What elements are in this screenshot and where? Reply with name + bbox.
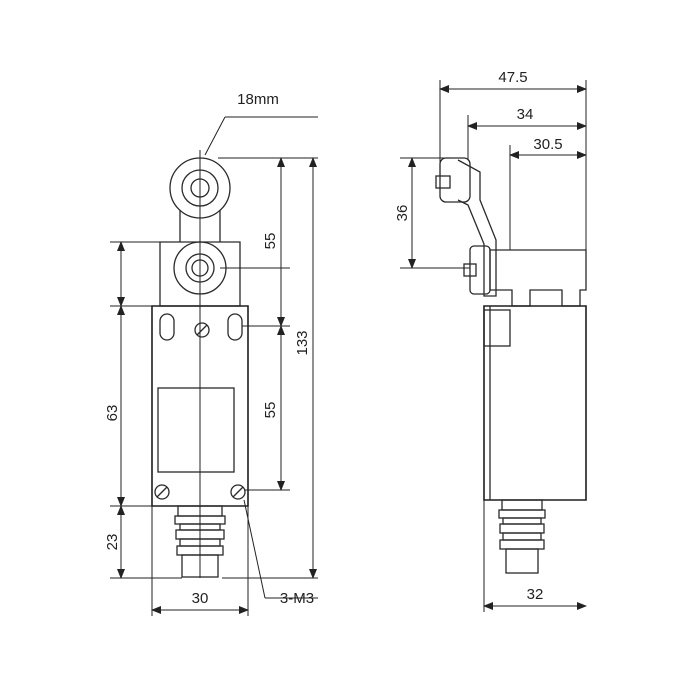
- label-window: [157, 387, 235, 473]
- dim-63: 63: [104, 405, 121, 422]
- bottom-right-screw: [230, 484, 246, 500]
- lever-arm: [179, 210, 221, 242]
- side-head: [489, 249, 587, 307]
- side-view: 47.5 34 30.5 36 32: [394, 69, 587, 612]
- dim-32: 32: [527, 586, 544, 603]
- side-body: [483, 305, 587, 501]
- side-plunger: [498, 499, 546, 574]
- left-slot: [159, 313, 175, 341]
- front-view: 63 23 55 55 133 30 18mm 3-M3: [104, 91, 318, 616]
- side-pivot: [469, 245, 491, 295]
- dim-47-5: 47.5: [498, 69, 527, 86]
- dim-36: 36: [394, 205, 411, 222]
- dim-18mm: 18mm: [237, 91, 279, 108]
- dim-55-upper: 55: [262, 233, 279, 250]
- right-slot: [227, 313, 243, 341]
- bottom-left-screw: [154, 484, 170, 500]
- side-lever: [457, 159, 497, 297]
- side-mount-block: [483, 309, 511, 347]
- dim-34: 34: [517, 106, 534, 123]
- dim-55-lower: 55: [262, 402, 279, 419]
- dim-30: 30: [192, 590, 209, 607]
- dim-30-5: 30.5: [533, 136, 562, 153]
- dim-23: 23: [104, 534, 121, 551]
- dim-133: 133: [294, 330, 311, 355]
- side-roller: [439, 157, 471, 203]
- dim-3m3: 3-M3: [280, 590, 314, 607]
- center-screw: [194, 322, 210, 338]
